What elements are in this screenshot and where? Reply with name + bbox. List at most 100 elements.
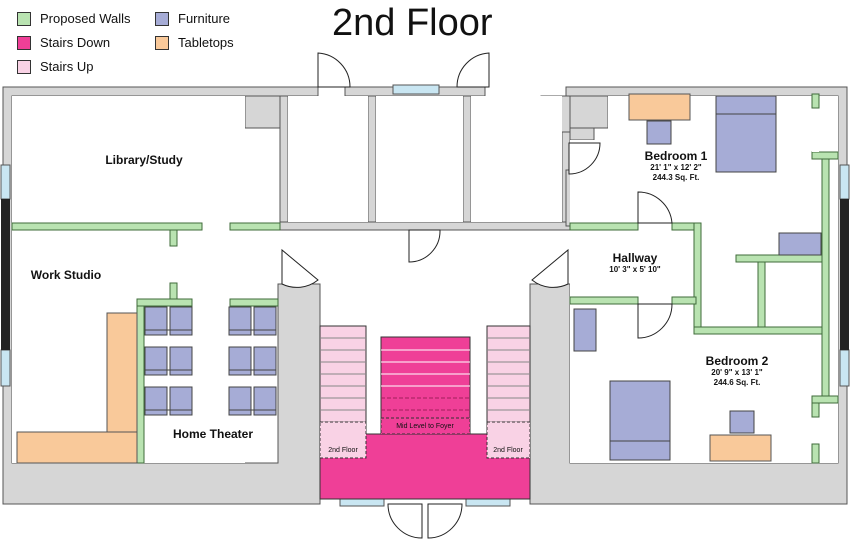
room-label-bedroom1: Bedroom 1 21' 1" x 12' 2" 244.3 Sq. Ft. bbox=[645, 149, 708, 183]
proposed-wall-theater-left bbox=[136, 305, 145, 464]
room-name: Library/Study bbox=[105, 153, 183, 167]
legend-item-proposed-walls: Proposed Walls bbox=[17, 11, 131, 26]
door-closet-bottom bbox=[408, 229, 441, 263]
proposed-wall-theater-stub bbox=[169, 282, 178, 300]
theater-seats-right bbox=[228, 306, 277, 416]
window-right-upper bbox=[839, 164, 850, 200]
window-right-lower bbox=[839, 349, 850, 387]
stairs bbox=[319, 325, 531, 500]
legend-swatch bbox=[17, 59, 31, 74]
page-title: 2nd Floor bbox=[332, 2, 493, 44]
room-name: Hallway bbox=[612, 251, 658, 265]
legend-label: Stairs Down bbox=[40, 35, 111, 50]
proposed-wall-library-studio-stub bbox=[169, 229, 178, 247]
proposed-wall-theater-top-left bbox=[136, 298, 193, 307]
interior-wall-bedroom1-left bbox=[569, 127, 595, 141]
dresser-bedroom1 bbox=[778, 232, 822, 256]
room-label-home-theater: Home Theater bbox=[173, 427, 253, 441]
room-name: Bedroom 2 bbox=[705, 354, 769, 368]
window-frames bbox=[1, 199, 849, 350]
room-dimensions: 21' 1" x 12' 2" bbox=[650, 163, 702, 172]
theater-seats-left bbox=[144, 306, 193, 416]
legend-item-stairs-up: Stairs Up bbox=[17, 59, 93, 74]
outer-wall-left-section bbox=[2, 86, 321, 505]
room-dimensions: 20' 9" x 13' 1" bbox=[711, 368, 763, 377]
bed-bedroom1 bbox=[715, 95, 777, 173]
proposed-wall-bedroom2-bottom-stub bbox=[811, 443, 820, 464]
proposed-wall-hallway-top bbox=[569, 222, 639, 231]
furniture bbox=[144, 95, 822, 461]
door-front-right bbox=[427, 503, 463, 539]
legend-swatch bbox=[17, 11, 31, 26]
door-bedroom2 bbox=[637, 303, 673, 339]
room-area: 244.3 Sq. Ft. bbox=[652, 173, 700, 182]
proposed-wall-bedroom2-closet bbox=[811, 395, 839, 404]
tabletop-studio-bottom bbox=[16, 431, 138, 464]
proposed-wall-hallway-top-right bbox=[671, 222, 697, 231]
door-library-closet bbox=[568, 142, 601, 175]
room-label-work-studio: Work Studio bbox=[31, 268, 101, 282]
legend-item-stairs-down: Stairs Down bbox=[17, 35, 110, 50]
room-label-bedroom2: Bedroom 2 20' 9" x 13' 1" 244.6 Sq. Ft. bbox=[706, 354, 769, 388]
interior-wall-column-1 bbox=[279, 95, 289, 229]
proposed-wall-bedroom1-lower-stub bbox=[812, 128, 819, 152]
door-front-left bbox=[387, 503, 423, 539]
room-name: Bedroom 1 bbox=[644, 149, 708, 163]
interior-wall-column-2 bbox=[367, 95, 377, 229]
door-bedroom1 bbox=[637, 191, 673, 224]
stairs-up-right bbox=[486, 325, 531, 435]
legend-swatch bbox=[17, 35, 31, 50]
window-left-lower bbox=[0, 349, 11, 387]
proposed-wall-library-studio bbox=[11, 222, 203, 231]
proposed-wall-hallway-bottom-right bbox=[671, 296, 697, 305]
room-label-hallway: Hallway 10' 3" x 5' 10" bbox=[609, 251, 660, 275]
room-dimensions: 10' 3" x 5' 10" bbox=[609, 265, 661, 274]
windows bbox=[0, 84, 850, 507]
legend-label: Stairs Up bbox=[40, 59, 94, 74]
chair-bedroom1 bbox=[646, 120, 672, 145]
proposed-wall-closet-stub bbox=[757, 261, 766, 328]
proposed-wall-theater-top-right bbox=[229, 298, 279, 307]
stairs-up-left bbox=[319, 325, 367, 435]
room-name: Work Studio bbox=[30, 268, 102, 282]
legend-label: Proposed Walls bbox=[40, 11, 131, 26]
proposed-wall-bedroom-divider bbox=[693, 326, 823, 335]
interior-wall-column-3 bbox=[462, 95, 472, 229]
stair-label-left-landing: 2nd Floor bbox=[328, 447, 358, 454]
window-left-upper bbox=[0, 164, 11, 200]
legend-label: Furniture bbox=[178, 11, 231, 26]
room-area: 244.6 Sq. Ft. bbox=[713, 378, 761, 387]
room-name: Home Theater bbox=[172, 427, 254, 441]
proposed-walls bbox=[11, 93, 839, 464]
door-stair-right bbox=[531, 248, 569, 288]
legend-item-tabletops: Tabletops bbox=[155, 35, 234, 50]
room-label-library: Library/Study bbox=[105, 153, 182, 167]
proposed-wall-library-right bbox=[229, 222, 281, 231]
stairs-up-treads bbox=[320, 337, 530, 423]
proposed-wall-bedroom1-stub bbox=[811, 93, 820, 109]
door-top-right bbox=[456, 52, 490, 88]
legend-swatch bbox=[155, 11, 169, 26]
proposed-wall-bedroom2-stub bbox=[811, 402, 820, 418]
interior-wall-closet-bottom bbox=[279, 221, 571, 231]
door-top-left bbox=[317, 52, 351, 88]
stair-label-mid-level: Mid Level to Foyer bbox=[396, 423, 454, 430]
proposed-wall-hallway-bottom bbox=[569, 296, 639, 305]
chair-bedroom2 bbox=[729, 410, 755, 434]
proposed-wall-closet-top bbox=[735, 254, 827, 263]
tabletop-bedroom2-desk bbox=[709, 434, 772, 462]
interior-wall-bedroom-block bbox=[569, 95, 609, 129]
tabletops bbox=[16, 93, 772, 464]
proposed-wall-bedroom1-closet bbox=[811, 151, 839, 160]
stairs-down-treads bbox=[381, 349, 470, 387]
legend-label: Tabletops bbox=[178, 35, 234, 50]
proposed-wall-hallway-right bbox=[693, 222, 702, 334]
doors bbox=[281, 52, 673, 539]
window-top-middle bbox=[392, 84, 440, 95]
door-stair-left bbox=[281, 248, 319, 288]
stair-label-right-landing: 2nd Floor bbox=[493, 447, 523, 454]
tabletop-bedroom1-desk bbox=[628, 93, 691, 121]
proposed-wall-closet-right bbox=[821, 154, 830, 397]
legend-swatch bbox=[155, 35, 169, 50]
